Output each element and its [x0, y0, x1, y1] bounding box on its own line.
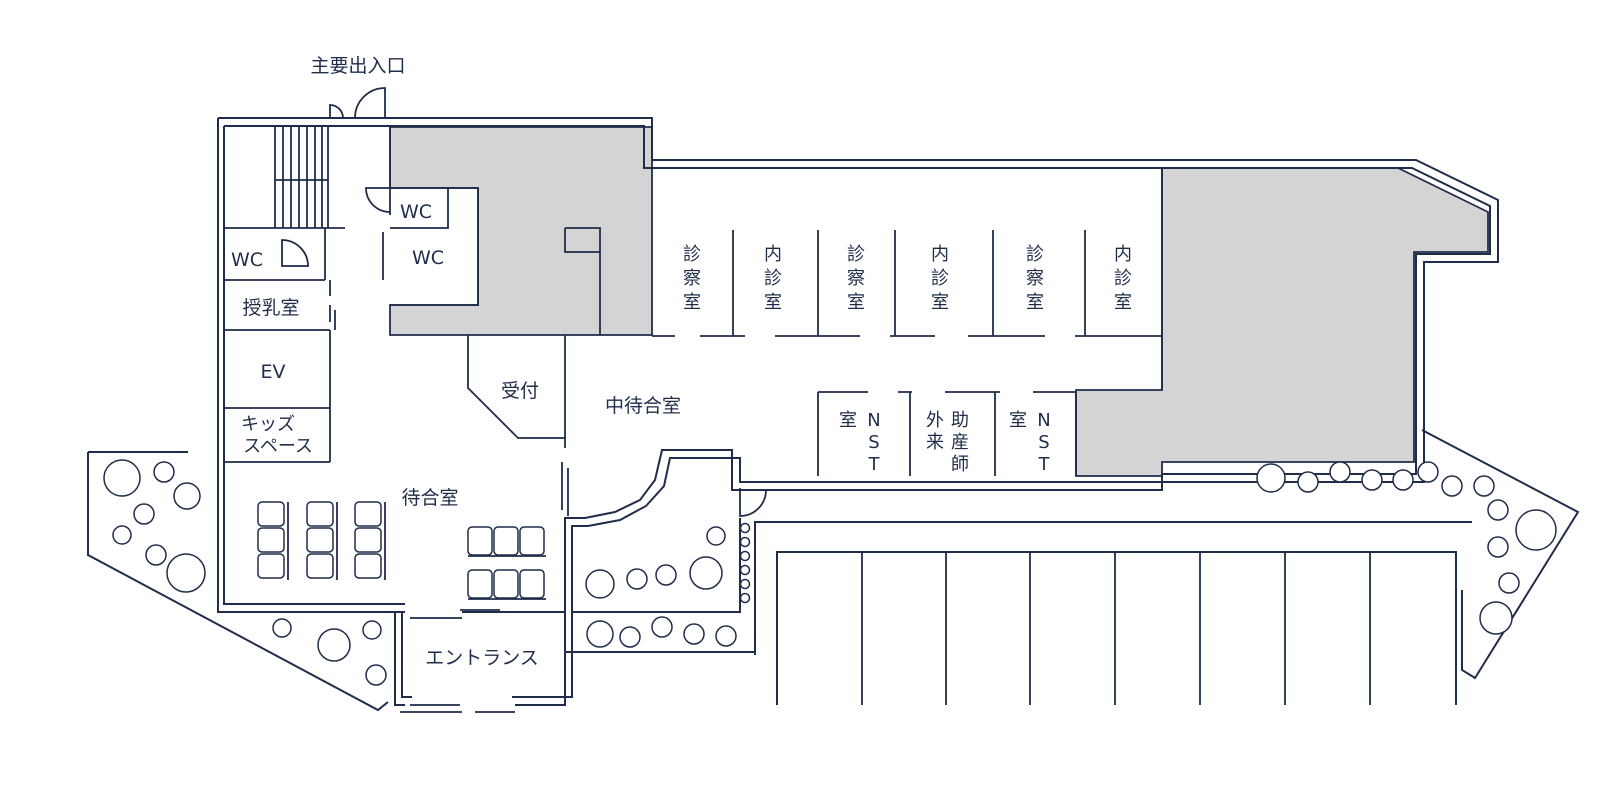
tree-icon — [585, 569, 615, 599]
seat — [257, 527, 285, 553]
staff-area-left — [389, 126, 653, 336]
seat — [257, 553, 285, 579]
small-room-label: 助産師 — [951, 410, 969, 475]
building-walls — [217, 117, 1499, 713]
label-wc-lower: WC — [412, 247, 444, 269]
tree-icon — [1297, 471, 1319, 493]
seat — [257, 501, 285, 527]
exam-rooms: 診察室 内診室 診察室 内診室 診察室 内診室 — [683, 244, 1132, 313]
bollard-icon — [739, 578, 751, 590]
tree-icon — [619, 626, 641, 648]
exam-room-label: 内診室 — [764, 244, 782, 313]
tree-icon — [362, 620, 382, 640]
seat — [354, 553, 382, 579]
seat — [306, 553, 334, 579]
tree-icon — [1392, 469, 1414, 491]
staff-area-right — [1075, 167, 1489, 477]
tree-icon — [689, 556, 723, 590]
label-main-entrance: 主要出入口 — [310, 55, 405, 77]
tree-icon — [706, 526, 726, 546]
tree-icon — [145, 544, 167, 566]
trees — [103, 459, 1557, 686]
label-entrance: エントランス — [425, 647, 539, 669]
label-wc-upper: WC — [400, 201, 432, 223]
label-kids-line1: キッズ — [241, 414, 295, 435]
tree-icon — [651, 616, 673, 638]
seat — [493, 526, 519, 556]
bollard-icon — [739, 592, 751, 604]
bollards — [739, 522, 751, 604]
tree-icon — [1479, 601, 1513, 635]
exam-room-label: 内診室 — [931, 244, 949, 313]
seat — [467, 569, 493, 599]
exam-room-label: 診察室 — [847, 244, 865, 313]
seat — [493, 569, 519, 599]
small-room-label: 室 — [839, 410, 857, 431]
tree-icon — [317, 628, 351, 662]
tree-icon — [1256, 463, 1286, 493]
tree-icon — [1487, 499, 1509, 521]
planter-left — [87, 451, 389, 712]
tree-icon — [586, 620, 614, 648]
tree-icon — [683, 623, 705, 645]
tree-icon — [1487, 536, 1509, 558]
tree-icon — [1441, 475, 1463, 497]
tree-icon — [365, 664, 387, 686]
parking-lot — [754, 521, 1472, 705]
label-reception: 受付 — [501, 380, 539, 402]
tree-icon — [1361, 469, 1383, 491]
seat — [354, 501, 382, 527]
tree-icon — [153, 461, 175, 483]
bollard-icon — [739, 536, 751, 548]
tree-icon — [112, 525, 132, 545]
bollard-icon — [739, 522, 751, 534]
tree-icon — [133, 503, 155, 525]
tree-icon — [272, 618, 292, 638]
exam-room-label: 診察室 — [683, 244, 701, 313]
exam-room-label: 診察室 — [1026, 244, 1044, 313]
seat — [467, 526, 493, 556]
label-nursing-room: 授乳室 — [242, 297, 299, 319]
seat — [306, 501, 334, 527]
stairs — [274, 127, 329, 228]
tree-icon — [1417, 461, 1439, 483]
seat — [519, 526, 545, 556]
label-middle-waiting: 中待合室 — [605, 395, 681, 417]
tree-icon — [166, 553, 206, 593]
tree-icon — [655, 564, 677, 586]
bollard-icon — [739, 564, 751, 576]
planter-right — [1421, 429, 1580, 680]
label-waiting: 待合室 — [401, 487, 458, 509]
tree-icon — [1498, 572, 1520, 594]
main-entrance-door — [329, 87, 386, 119]
tree-icon — [1473, 475, 1495, 497]
seat — [519, 569, 545, 599]
seat — [306, 527, 334, 553]
label-ev: EV — [260, 361, 285, 383]
tree-icon — [1515, 509, 1557, 551]
tree-icon — [173, 482, 201, 510]
tree-icon — [715, 625, 737, 647]
exam-room-label: 内診室 — [1114, 244, 1132, 313]
tree-icon — [1329, 461, 1351, 483]
tree-icon — [103, 459, 141, 497]
waiting-seats — [257, 501, 546, 600]
small-room-label: 外来 — [926, 410, 944, 453]
label-kids-line2: スペース — [243, 436, 313, 457]
bollard-icon — [739, 550, 751, 562]
tree-icon — [626, 568, 648, 590]
small-room-label: 室 — [1009, 410, 1027, 431]
label-wc-left: WC — [231, 249, 263, 271]
seat — [354, 527, 382, 553]
